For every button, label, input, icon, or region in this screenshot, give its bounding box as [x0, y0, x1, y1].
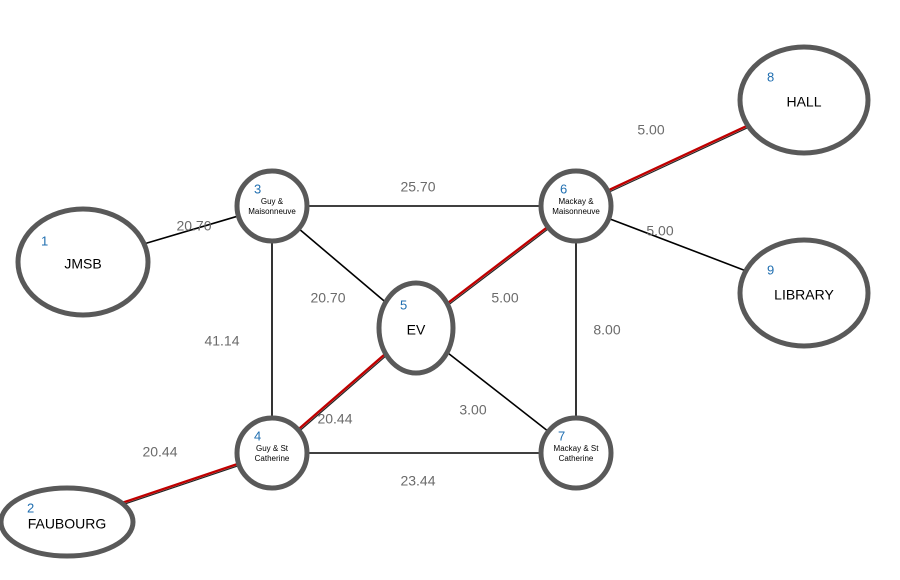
node-number: 3 — [254, 181, 261, 196]
node-number: 5 — [400, 297, 407, 312]
node-circle — [234, 415, 310, 491]
edge-line-shadow — [298, 354, 388, 432]
edge-5-7 — [446, 351, 549, 433]
node-label: FAUBOURG — [28, 516, 107, 532]
edge-weight-label: 20.44 — [317, 411, 352, 427]
edge-4-5 — [297, 352, 388, 432]
edges-layer — [121, 124, 750, 506]
node-label: Maisonneuve — [248, 207, 296, 216]
node-label: JMSB — [64, 256, 101, 272]
edge-weight-label: 20.70 — [176, 218, 211, 234]
edge-line-highlighted — [121, 462, 240, 505]
edge-line-highlighted — [446, 225, 549, 305]
edge-line — [143, 215, 239, 245]
edge-weight-label: 3.00 — [459, 402, 486, 418]
node-circle — [538, 415, 614, 491]
node-label: Maisonneuve — [552, 207, 600, 216]
node-number: 2 — [27, 500, 34, 515]
node-number: 9 — [767, 262, 774, 277]
edge-line-shadow — [608, 126, 750, 194]
edge-weight-label: 20.70 — [310, 290, 345, 306]
edge-weight-label: 5.00 — [637, 122, 664, 138]
node-label: Guy & St — [256, 444, 289, 453]
edge-6-9 — [608, 217, 747, 272]
edge-3-5 — [298, 228, 387, 303]
edge-line — [298, 228, 387, 303]
edge-6-8 — [606, 124, 750, 194]
node-circle — [538, 168, 614, 244]
node-circle — [737, 237, 871, 349]
node-label: Guy & — [261, 197, 284, 206]
node-label: EV — [407, 322, 426, 338]
edge-line — [446, 351, 549, 433]
edge-weight-label: 5.00 — [646, 223, 673, 239]
node-circle — [15, 206, 151, 318]
node-circle — [234, 168, 310, 244]
edge-line-highlighted — [297, 352, 387, 431]
node-label: Catherine — [559, 454, 594, 463]
node-number: 1 — [41, 233, 48, 248]
edge-line — [608, 217, 747, 272]
edge-weight-label: 23.44 — [400, 473, 435, 489]
edge-line-shadow — [122, 464, 240, 506]
node-number: 4 — [254, 428, 261, 443]
node-label: HALL — [786, 94, 821, 110]
edge-weight-label: 41.14 — [204, 333, 239, 349]
edge-line-highlighted — [606, 124, 749, 192]
node-label: LIBRARY — [774, 287, 834, 303]
node-number: 8 — [767, 69, 774, 84]
edge-line-shadow — [447, 227, 550, 306]
node-label: Mackay & St — [554, 444, 600, 453]
node-circle — [0, 485, 136, 559]
node-label: Mackay & — [558, 197, 594, 206]
node-number: 7 — [558, 428, 565, 443]
edge-1-3 — [143, 215, 239, 245]
edge-5-6 — [446, 225, 550, 306]
node-5: 5EV — [376, 280, 456, 376]
node-label: Catherine — [255, 454, 290, 463]
edge-weight-label: 8.00 — [593, 322, 620, 338]
node-circle — [376, 280, 456, 376]
edge-2-4 — [121, 462, 240, 506]
edge-weight-label: 20.44 — [142, 444, 177, 460]
edge-weights-layer: 20.70 25.70 20.70 41.14 20.44 20.44 23.44 5.00 3… — [142, 122, 673, 489]
edge-weight-label: 25.70 — [400, 179, 435, 195]
edge-weight-label: 5.00 — [491, 290, 518, 306]
node-circle — [737, 44, 871, 156]
node-number: 6 — [560, 181, 567, 196]
